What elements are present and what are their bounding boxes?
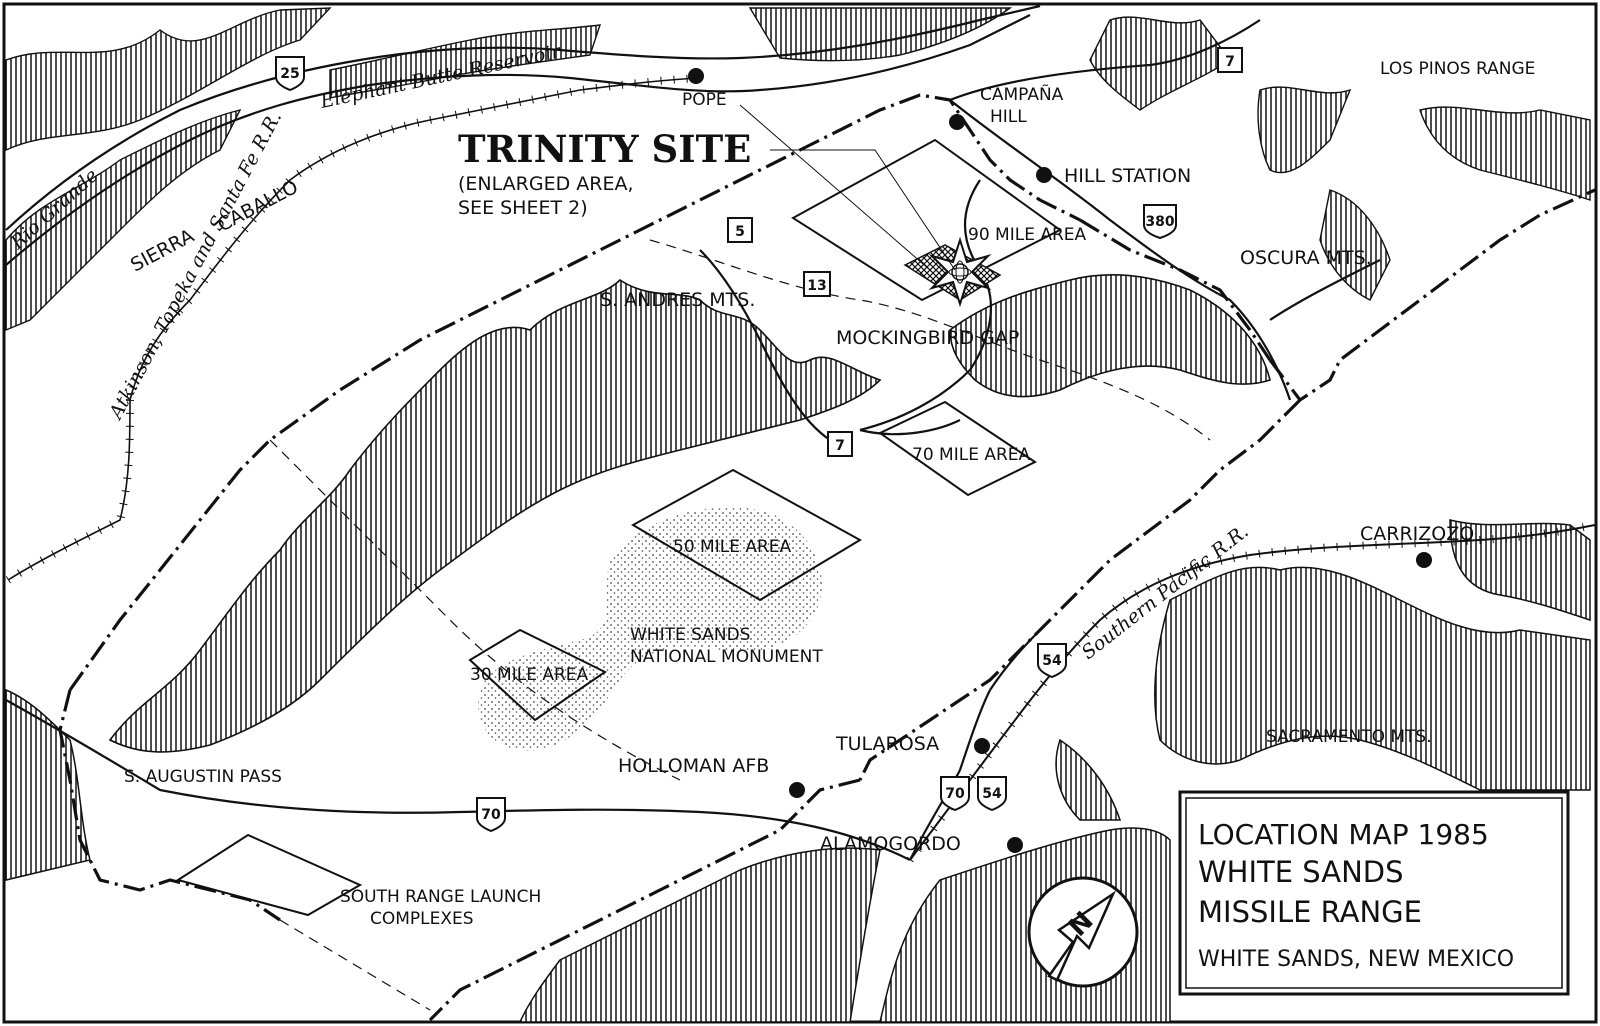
tularosa-marker	[974, 738, 990, 754]
svg-text:54: 54	[1042, 653, 1062, 669]
svg-text:70: 70	[481, 807, 501, 823]
range-boundary	[58, 93, 1596, 1022]
carrizozo-label: CARRIZOZO	[1360, 523, 1474, 545]
thirty-mile-area-label: 30 MILE AREA	[470, 665, 589, 685]
fifty-mile-area-label: 50 MILE AREA	[673, 537, 792, 557]
trinity-note-line2: SEE SHEET 2)	[458, 197, 588, 219]
ninety-mile-area-outline	[791, 138, 1062, 302]
south-range-label-2: COMPLEXES	[370, 909, 474, 929]
us-54-north-shield: 54	[1037, 643, 1067, 679]
alamogordo-label: ALAMOGORDO	[820, 833, 961, 855]
svg-text:5: 5	[735, 224, 745, 240]
us-54-south-shield: 54	[977, 776, 1007, 812]
trinity-site-title: TRINITY SITE	[458, 127, 751, 171]
map-title-block: LOCATION MAP 1985 WHITE SANDS MISSILE RA…	[1178, 790, 1570, 996]
svg-text:25: 25	[280, 66, 299, 82]
pope-marker	[688, 68, 704, 84]
s-augustin-pass-label: S. AUGUSTIN PASS	[124, 767, 282, 787]
campana-label-1: CAMPAÑA	[980, 83, 1064, 105]
route-shields: 25 7 5 13 7 380 54 70	[275, 47, 1243, 833]
oscura-label: OSCURA MTS.	[1240, 247, 1372, 269]
hill-station-label: HILL STATION	[1064, 165, 1191, 187]
pope-label: POPE	[682, 90, 727, 110]
rio-grande-river	[5, 4, 1041, 266]
thirty-mile-area-outline	[468, 628, 607, 722]
mockingbird-gap-label: MOCKINGBIRD GAP	[836, 327, 1019, 349]
route-13-shield: 13	[803, 271, 831, 297]
sacramento-label: SACRAMENTO MTS.	[1266, 727, 1432, 747]
fifty-mile-area-outline	[630, 468, 863, 602]
seventy-mile-area-outline	[878, 400, 1037, 497]
title-line-2: WHITE SANDS	[1198, 855, 1404, 889]
terrain-san-andres	[108, 274, 1271, 753]
us-70-west-shield: 70	[476, 797, 506, 833]
los-pinos-label: LOS PINOS RANGE	[1380, 59, 1535, 79]
white-sands-label-1: WHITE SANDS	[630, 625, 750, 645]
campana-hill-marker	[949, 114, 965, 130]
svg-text:13: 13	[807, 278, 826, 294]
us-25-shield: 25	[275, 56, 305, 92]
route-5-shield: 5	[727, 217, 753, 243]
trinity-star-icon	[928, 236, 992, 308]
holloman-afb-marker	[789, 782, 805, 798]
campana-label-2: HILL	[990, 107, 1027, 127]
seventy-mile-area-label: 70 MILE AREA	[912, 445, 1031, 465]
south-range-label-1: SOUTH RANGE LAUNCH	[340, 887, 541, 907]
dashed-lines	[269, 239, 1211, 1011]
us-70-tularosa-shield: 70	[940, 776, 970, 812]
white-sands-label-2: NATIONAL MONUMENT	[630, 647, 823, 667]
north-arrow-compass-icon: N	[1027, 876, 1139, 988]
tularosa-label: TULAROSA	[835, 733, 939, 755]
svg-text:7: 7	[835, 438, 845, 454]
mile-areas	[175, 138, 1062, 917]
svg-text:7: 7	[1225, 54, 1235, 70]
route-7-mid-shield: 7	[827, 431, 853, 457]
title-line-3: MISSILE RANGE	[1198, 895, 1422, 929]
white-sands-dunes	[478, 507, 822, 751]
atsf-railroad	[5, 74, 701, 584]
alamogordo-marker	[1007, 837, 1023, 853]
svg-text:54: 54	[982, 786, 1002, 802]
trinity-note-line1: (ENLARGED AREA,	[458, 173, 634, 195]
southern-pacific-railroad	[906, 521, 1596, 863]
ninety-mile-area-label: 90 MILE AREA	[968, 225, 1087, 245]
holloman-afb-label: HOLLOMAN AFB	[618, 755, 769, 777]
title-line-4: WHITE SANDS, NEW MEXICO	[1198, 947, 1514, 972]
us-380-shield: 380	[1143, 204, 1177, 240]
terrain-sacramento	[5, 519, 1591, 1023]
s-andres-label: S. ANDRES MTS.	[600, 289, 755, 311]
carrizozo-marker	[1416, 552, 1432, 568]
roads	[5, 19, 1381, 861]
svg-text:70: 70	[945, 786, 965, 802]
svg-text:380: 380	[1145, 214, 1174, 230]
south-range-outline	[175, 833, 363, 917]
location-dots	[688, 68, 1432, 853]
title-line-1: LOCATION MAP 1985	[1198, 818, 1489, 851]
hill-station-marker	[1036, 167, 1052, 183]
route-7-north-shield: 7	[1217, 47, 1243, 73]
trinity-leader-lines	[739, 104, 956, 271]
